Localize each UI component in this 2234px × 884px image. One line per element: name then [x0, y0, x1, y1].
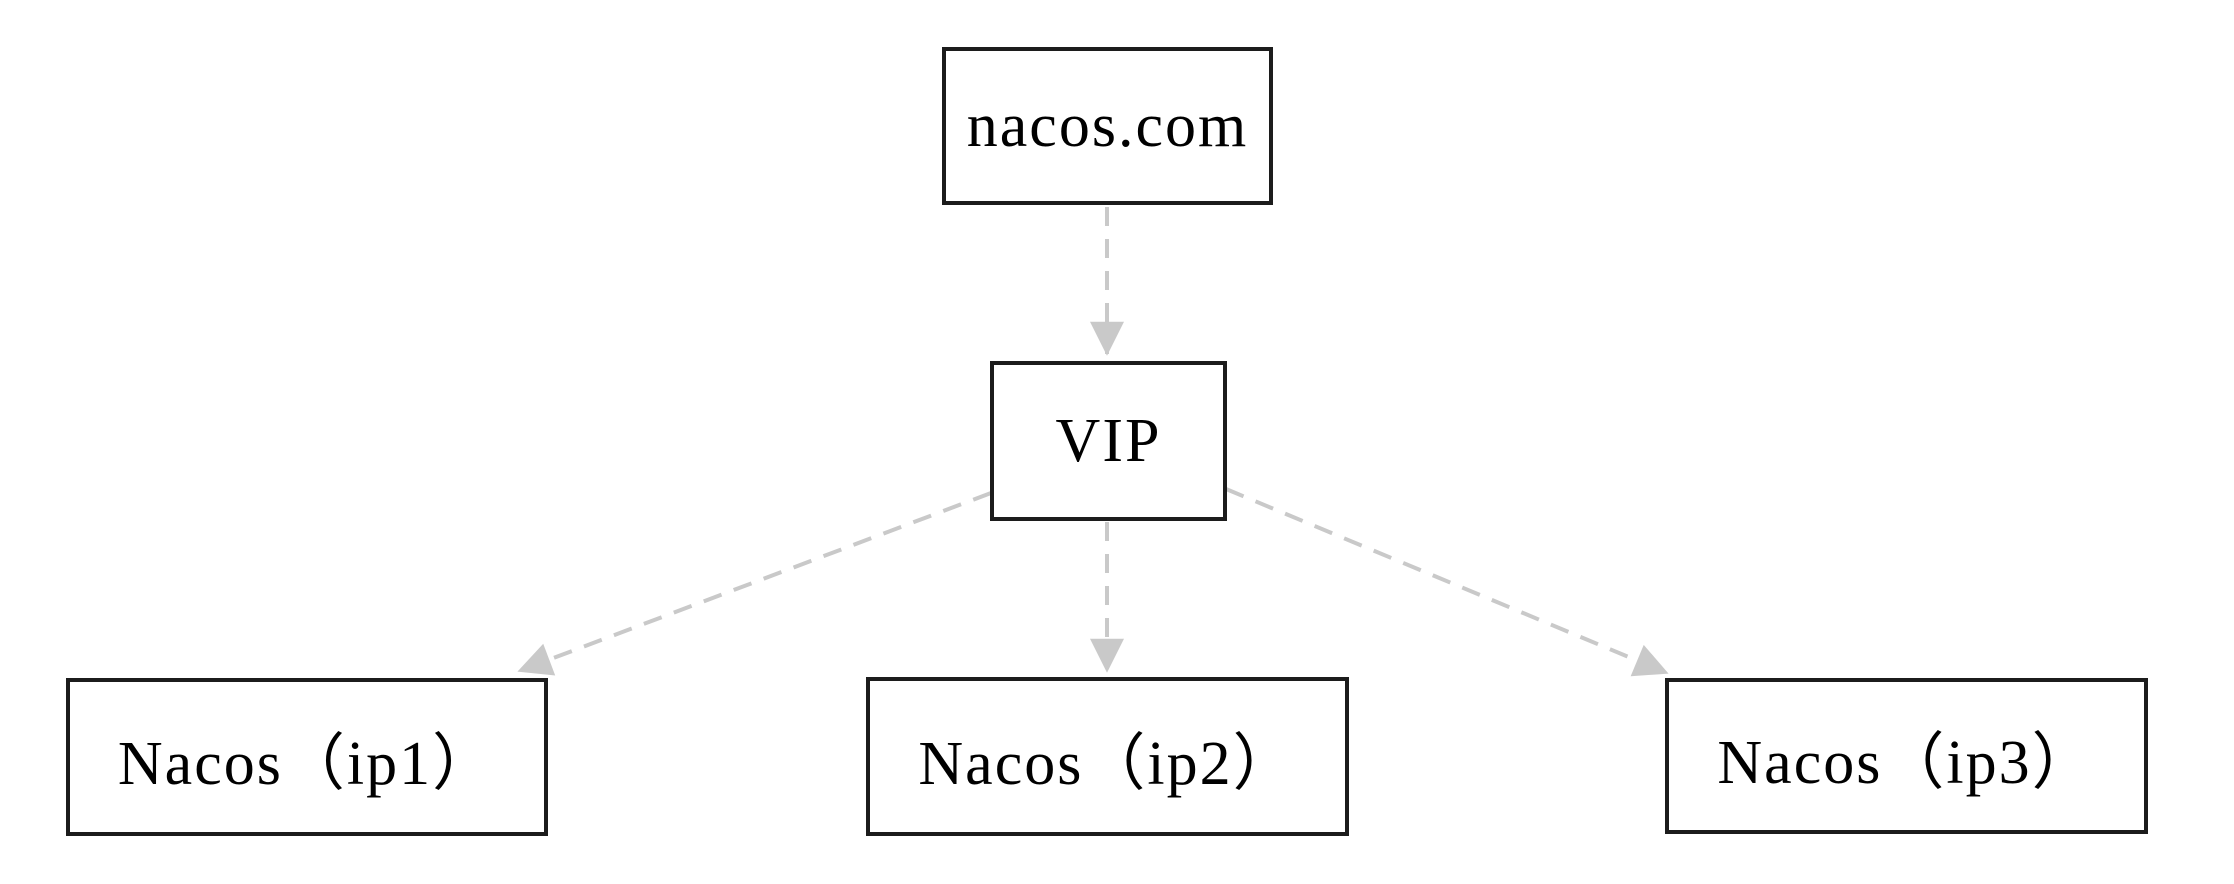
node-vip: VIP [990, 361, 1227, 521]
node-nacos-ip3-label: Nacos（ip3） [1717, 729, 2096, 797]
node-nacos-ip1-label: Nacos（ip1） [117, 730, 497, 798]
edge-vip-to-ip3 [1225, 487, 1669, 677]
node-nacos-ip2-label: Nacos（ip2） [918, 729, 1297, 798]
edge-vip-to-ip1 [517, 491, 992, 676]
node-nacos-ip2: Nacos（ip2） [866, 677, 1349, 836]
node-nacos-ip1: Nacos（ip1） [66, 678, 548, 836]
node-nacos-ip3: Nacos（ip3） [1665, 678, 2148, 834]
node-nacos-com: nacos.com [942, 47, 1273, 205]
node-vip-label: VIP [1055, 406, 1162, 475]
node-nacos-com-label: nacos.com [966, 91, 1249, 160]
